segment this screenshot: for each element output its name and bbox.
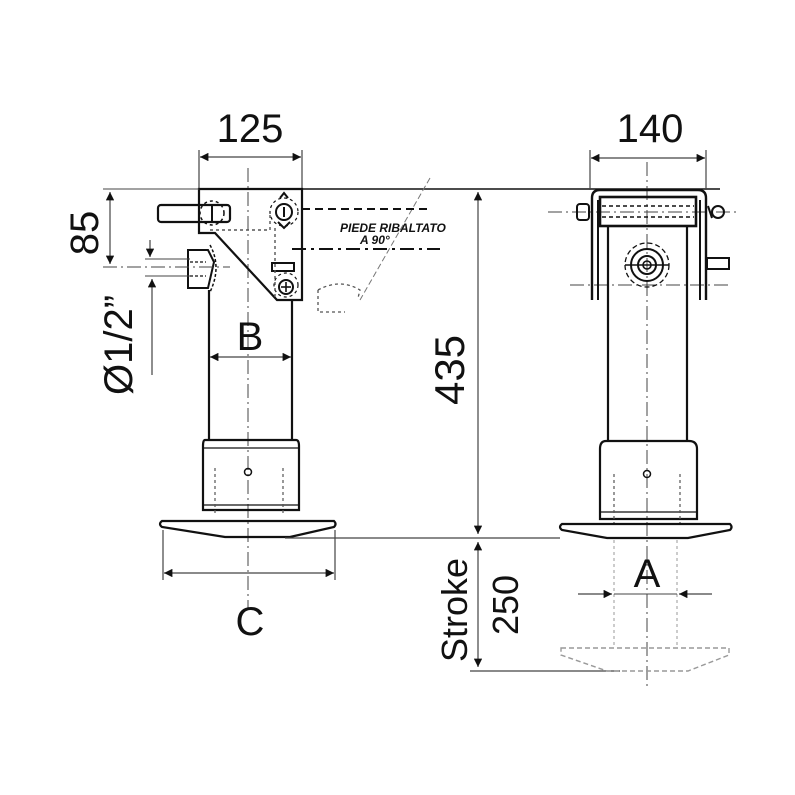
dim-stroke-value: 250 <box>485 575 526 635</box>
dim-435: 435 <box>426 335 473 405</box>
note-line2: A 90° <box>359 233 390 247</box>
dim-140: 140 <box>617 107 684 151</box>
dim-125: 125 <box>217 107 284 151</box>
side-view <box>103 150 720 610</box>
dim-a: A <box>634 552 661 596</box>
dim-thread: Ø1/2” <box>97 295 141 395</box>
height-dimension <box>470 192 620 672</box>
dim-stroke-label: Stroke <box>434 558 475 662</box>
front-view <box>548 150 740 690</box>
note-line1: PIEDE RIBALTATO <box>340 221 446 235</box>
dim-b: B <box>237 315 264 359</box>
dim-85: 85 <box>63 211 107 256</box>
dim-c: C <box>236 600 265 644</box>
